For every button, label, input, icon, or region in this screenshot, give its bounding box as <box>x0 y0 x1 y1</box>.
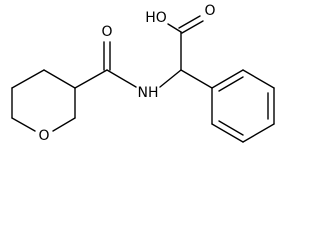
bond <box>52 117 76 132</box>
double-bond <box>181 20 204 34</box>
oxane-ring <box>11 69 76 132</box>
aromatic-inner-bond <box>218 120 244 136</box>
amide-group <box>74 41 182 89</box>
ring-oxygen-label: O <box>38 128 49 144</box>
bond <box>211 69 244 89</box>
molecule-structure: HO O O NH O <box>11 3 275 144</box>
aromatic-inner-bond <box>218 76 244 92</box>
carboxyl-oxygen-label: O <box>204 3 215 19</box>
carboxylic-acid-group <box>167 15 204 71</box>
amide-oxygen-label: O <box>101 24 112 40</box>
bond <box>211 123 244 143</box>
bond <box>43 69 76 89</box>
phenyl-ring <box>180 69 275 143</box>
bond <box>242 69 275 89</box>
double-bond <box>178 15 201 29</box>
bond <box>74 69 108 89</box>
bond <box>106 69 137 88</box>
bond <box>242 123 275 143</box>
bond <box>167 23 182 33</box>
bond <box>159 69 182 88</box>
amine-label: NH <box>138 85 159 101</box>
bond <box>180 69 213 89</box>
hydroxyl-label: HO <box>145 10 167 26</box>
bond <box>11 117 36 132</box>
bond <box>11 69 45 89</box>
